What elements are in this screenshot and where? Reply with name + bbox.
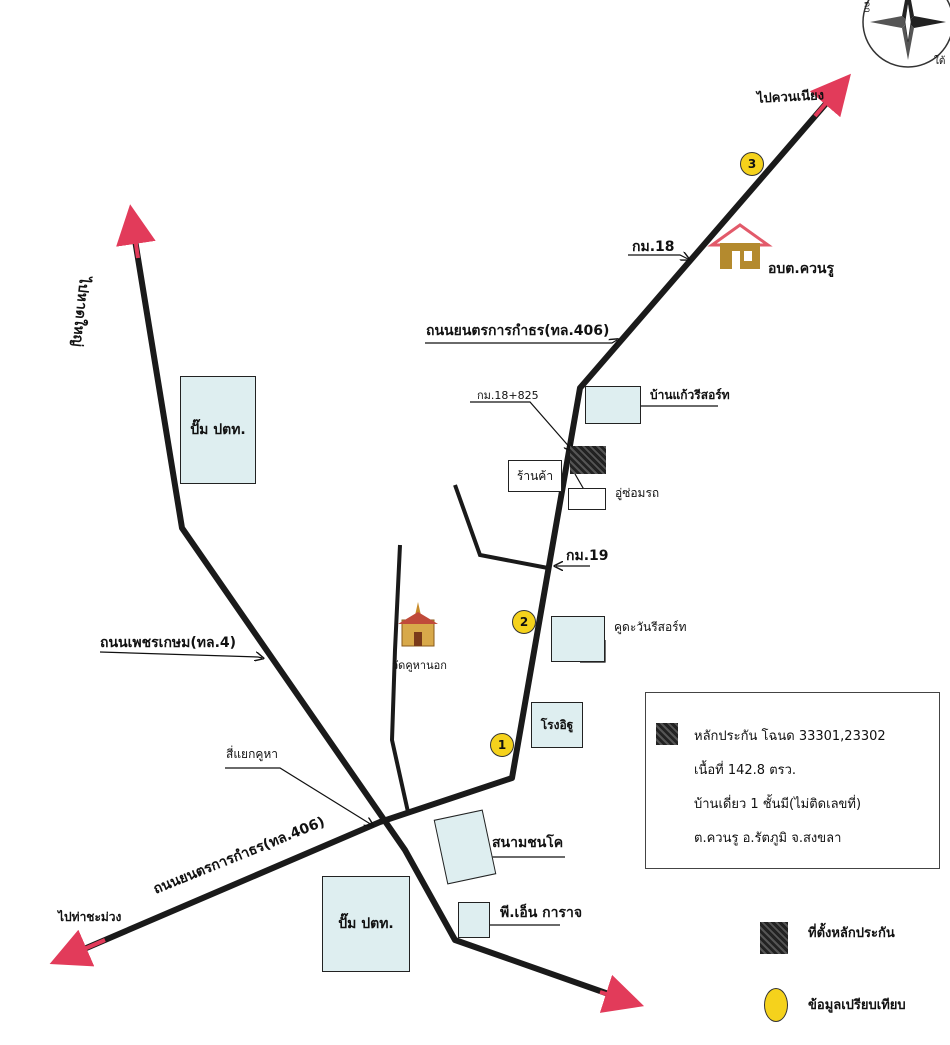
label-road-406-upper: ถนนยนตรการกำธร(ทล.406) [426, 323, 610, 339]
label-wat: วัดคูหานอก [392, 659, 447, 672]
label-pn-garage: พี.เอ็น การาจ [500, 905, 583, 921]
school-box: โรงอิฐู [531, 702, 583, 748]
label-intersection: สี่แยกคูหา [226, 747, 279, 761]
label-stadium: สนามชนโค [492, 835, 564, 851]
collateral-info-box: หลักประกัน โฉนด 33301,23302 เนื้อที่ 142… [645, 692, 940, 869]
leader-road-4 [99, 651, 262, 658]
shop-box: ร้านค้า [508, 460, 562, 492]
compass-south-label: ใต้ [934, 56, 946, 67]
info-line-1: หลักประกัน โฉนด 33301,23302 [694, 729, 886, 744]
compass-icon [862, 0, 950, 68]
label-garage: อู่ซ่อมรถ [615, 486, 660, 500]
ptt-station-bottom: ปั๊ม ปตท. [322, 876, 410, 972]
label-to-tha-chamuang: ไปท่าชะม่วง [58, 910, 122, 924]
arrow-to-tha-chamuang [49, 929, 106, 967]
arrow-to-hat-yai [116, 204, 156, 259]
label-road-4: ถนนเพชรเกษม(ทล.4) [100, 635, 237, 651]
legend-collateral-swatch [760, 922, 788, 954]
legend-comparison-swatch [764, 988, 788, 1022]
arrow-to-south [599, 974, 645, 1013]
baan-kaew-resort-box [585, 386, 641, 424]
temple-icon [398, 602, 438, 647]
side-road-wat [389, 544, 410, 813]
info-line-2: เนื้อที่ 142.8 ตรว. [694, 763, 797, 778]
pn-garage-box [458, 902, 490, 938]
school-label: โรงอิฐู [540, 717, 574, 732]
shop-label: ร้านค้า [516, 468, 554, 483]
info-line-3: บ้านเดี่ยว 1 ชั้นมี(ไม่ติดเลขที่) [694, 797, 862, 812]
leader-kudawan [580, 640, 606, 663]
legend-comparison-data: ข้อมูลเปรียบเทียบ [808, 998, 906, 1013]
garage-box [568, 488, 606, 510]
ptt-station-top-label: ปั๊ม ปตท. [190, 422, 246, 438]
ptt-station-bottom-label: ปั๊ม ปตท. [338, 916, 394, 932]
label-km18-825: กม.18+825 [477, 389, 539, 402]
arrow-to-khuan-niang [809, 73, 851, 118]
leader-road-406-upper [425, 340, 617, 343]
collateral-swatch [656, 723, 678, 745]
legend-collateral-location: ที่ตั้งหลักประกัน [808, 926, 895, 941]
leader-km18 [628, 255, 688, 259]
leader-km18-825 [470, 401, 572, 450]
comparable-marker-3: 3 [740, 152, 764, 176]
collateral-site [570, 446, 606, 474]
side-road-north [453, 484, 549, 570]
compass-north-label: ดก [861, 1, 872, 13]
info-line-4: ต.ควนรู อ.รัตภูมิ จ.สงขลา [694, 831, 842, 846]
ptt-station-top: ปั๊ม ปตท. [180, 376, 256, 484]
leader-intersection [225, 767, 372, 825]
label-kudawan: คูดะวันรีสอร์ท [614, 620, 687, 634]
label-baan-kaew: บ้านแก้วรีสอร์ท [650, 388, 730, 402]
obt-building-icon [707, 223, 773, 269]
label-obt: อบต.ควนรู [768, 261, 835, 277]
label-km19: กม.19 [566, 548, 609, 564]
comparable-marker-1: 1 [490, 733, 514, 757]
kudawan-resort-box [551, 616, 605, 662]
label-km18: กม.18 [632, 239, 675, 255]
label-to-khuan-niang: ไปควนเนียง [756, 88, 825, 107]
comparable-marker-2: 2 [512, 610, 536, 634]
road-406 [68, 90, 839, 958]
road-4 [132, 239, 621, 1001]
